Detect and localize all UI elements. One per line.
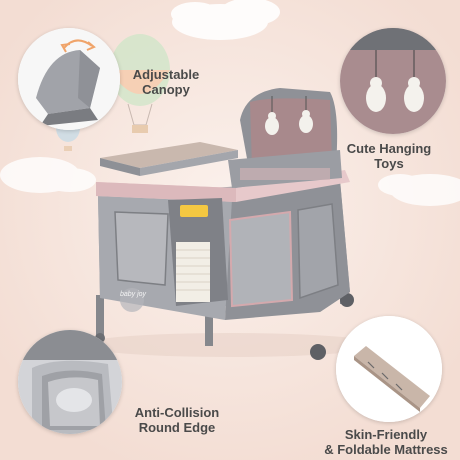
cloud-icon [0,157,96,193]
feature-label-line1: Cute Hanging [346,141,432,156]
cloud-icon [378,174,460,206]
hot-air-balloon-icon [110,34,170,133]
feature-label-line2: Canopy [142,82,190,97]
hanging-toys-callout [340,28,446,134]
canopy-callout [18,28,120,130]
playard-illustration [95,88,354,360]
cute-hanging-toys-label: Cute Hanging Toys [336,141,442,171]
round-edge-callout [18,330,122,434]
canopy-icon [18,28,120,130]
feature-label-line1: Adjustable [132,67,200,82]
anti-collision-round-edge-label: Anti-Collision Round Edge [124,405,230,435]
cloud-icon [171,0,280,40]
adjustable-canopy-label: Adjustable Canopy [124,67,208,97]
skin-friendly-foldable-mattress-label: Skin-Friendly & Foldable Mattress [316,427,456,457]
feature-label-line2: Toys [374,156,404,171]
brand-logo: baby joy [119,291,147,298]
feature-label-line2: & Foldable Mattress [324,442,448,457]
round-edge-icon [18,330,122,434]
feature-label-line2: Round Edge [138,420,216,435]
feature-label-line1: Anti-Collision [134,405,220,420]
mattress-callout [336,316,442,422]
mattress-icon [336,316,442,422]
hanging-toys-icon [340,28,446,134]
feature-label-line1: Skin-Friendly [344,427,428,442]
